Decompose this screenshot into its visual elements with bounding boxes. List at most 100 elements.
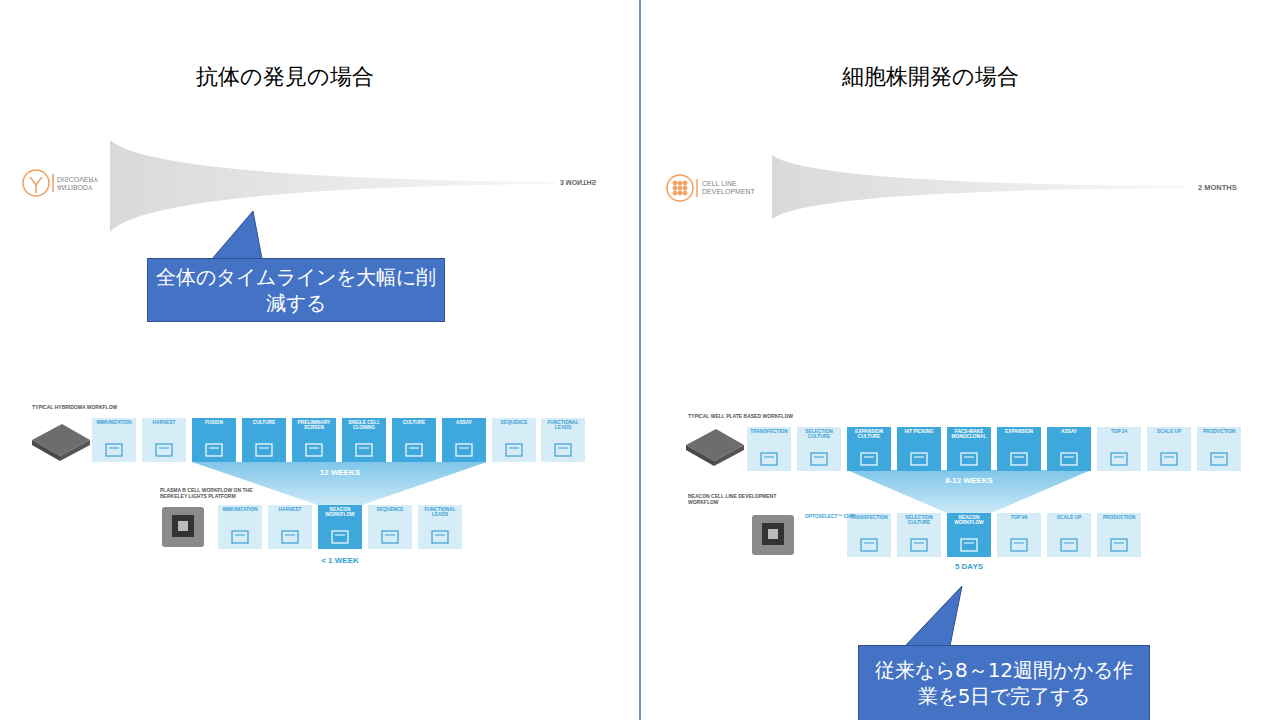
workflow-step: SCALE UP <box>1047 513 1091 557</box>
step-label: ASSAY <box>1048 429 1090 434</box>
step-label: PRODUCTION <box>1198 429 1240 434</box>
duration-label: 12 WEEKS <box>320 468 360 477</box>
workflow-step: CULTURE <box>392 418 436 462</box>
antibody-logo <box>23 170 53 196</box>
cell-line-logo <box>667 175 697 201</box>
step-icon <box>280 529 300 545</box>
step-label: ASSAY <box>443 420 485 425</box>
step-label: BEACON WORKFLOW <box>319 507 361 518</box>
step-icon <box>759 451 779 467</box>
step-label: TOP 96 <box>998 515 1040 520</box>
step-label: CULTURE <box>393 420 435 425</box>
step-icon <box>1059 451 1079 467</box>
step-icon <box>204 442 224 458</box>
workflow-step: PRODUCTION <box>1097 513 1141 557</box>
step-icon <box>504 442 524 458</box>
step-icon <box>230 529 250 545</box>
step-icon <box>959 537 979 553</box>
workflow-step: BEACON WORKFLOW <box>318 505 362 549</box>
workflow-step: HARVEST <box>268 505 312 549</box>
step-label: CULTURE <box>243 420 285 425</box>
duration-label: 2 MONTHS <box>1198 183 1237 192</box>
workflow-step: SINGLE CELL CLONING <box>342 418 386 462</box>
step-icon <box>959 451 979 467</box>
workflow-step: EXPANSION CULTURE <box>847 427 891 471</box>
workflow-step: SCALE UP <box>1147 427 1191 471</box>
step-icon <box>1009 451 1029 467</box>
workflow-step: PRELIMINARY SCREEN <box>292 418 336 462</box>
workflow-step: TRANSFECTION <box>847 513 891 557</box>
step-label: FUNCTIONAL LEADS <box>542 420 584 431</box>
step-icon <box>254 442 274 458</box>
timeline-funnel <box>110 140 555 232</box>
step-label: SCALE UP <box>1148 429 1190 434</box>
callout-pointer <box>212 211 262 259</box>
workflow-step: TRANSFECTION <box>747 427 791 471</box>
workflow-step: EXPANSION <box>997 427 1041 471</box>
step-label: SELECTION CULTURE <box>798 429 840 440</box>
workflow-step: IMMUNIZATION <box>218 505 262 549</box>
step-label: HIT PICKING <box>898 429 940 434</box>
step-label: EXPANSION <box>998 429 1040 434</box>
workflow-step: FUNCTIONAL LEADS <box>418 505 462 549</box>
workflow-step: SELECTION CULTURE <box>897 513 941 557</box>
step-icon <box>354 442 374 458</box>
step-icon <box>859 537 879 553</box>
step-icon <box>330 529 350 545</box>
step-label: FUNCTIONAL LEADS <box>419 507 461 518</box>
workflow-step: BEACON WORKFLOW <box>947 513 991 557</box>
step-icon <box>909 537 929 553</box>
chip-label: OPTOSELECT™ CHIP <box>805 514 855 519</box>
workflow-step: HIT PICKING <box>897 427 941 471</box>
duration-label: < 1 WEEK <box>321 556 359 565</box>
workflow-step: ASSAY <box>442 418 486 462</box>
step-icon <box>430 529 450 545</box>
step-icon <box>1209 451 1229 467</box>
workflow-funnel <box>192 462 487 505</box>
step-icon <box>859 451 879 467</box>
workflow-funnel <box>847 470 1091 513</box>
step-icon <box>1109 451 1129 467</box>
step-label: BEACON WORKFLOW <box>948 515 990 526</box>
step-icon <box>154 442 174 458</box>
workflow-step: IMMUNIZATION <box>92 418 136 462</box>
workflow-step: PRODUCTION <box>1197 427 1241 471</box>
duration-label: 3 MONTHS <box>560 179 596 186</box>
workflow-step: FACS-MAKE MONOCLONAL <box>947 427 991 471</box>
callout-box: 従来なら8～12週間かかる作業を5日で完了する <box>858 645 1150 720</box>
workflow-step: FUSION <box>192 418 236 462</box>
step-icon <box>809 451 829 467</box>
step-label: EXPANSION CULTURE <box>848 429 890 440</box>
duration-label: 5 DAYS <box>955 562 983 571</box>
workflow-step: CULTURE <box>242 418 286 462</box>
section-heading: 抗体の発見の場合 <box>196 62 374 92</box>
step-label: IMMUNIZATION <box>219 507 261 512</box>
workflow-name: BEACON CELL LINE DEVELOPMENT WORKFLOW <box>688 493 788 505</box>
step-icon <box>454 442 474 458</box>
section-heading: 細胞株開発の場合 <box>842 62 1019 92</box>
logo-text: ANTIBODY DISCOVERY <box>57 176 99 191</box>
step-label: SEQUENCE <box>369 507 411 512</box>
step-icon <box>1059 537 1079 553</box>
workflow-step: TOP 96 <box>997 513 1041 557</box>
step-label: SELECTION CULTURE <box>898 515 940 526</box>
step-icon <box>1009 537 1029 553</box>
workflow-step: SEQUENCE <box>368 505 412 549</box>
step-label: FUSION <box>193 420 235 425</box>
duration-label: 8-12 WEEKS <box>945 476 993 485</box>
workflow-step: HARVEST <box>142 418 186 462</box>
step-label: SCALE UP <box>1048 515 1090 520</box>
step-label: SINGLE CELL CLONING <box>343 420 385 431</box>
step-label: IMMUNIZATION <box>93 420 135 425</box>
workflow-step: SEQUENCE <box>492 418 536 462</box>
callout-box: 全体のタイムラインを大幅に削減する <box>147 258 445 322</box>
callout-pointer <box>905 586 962 646</box>
step-icon <box>404 442 424 458</box>
step-icon <box>553 442 573 458</box>
workflow-name: TYPICAL WELL PLATE BASED WORKFLOW <box>688 413 793 419</box>
well-plate-icon <box>32 424 744 466</box>
workflow-name: TYPICAL HYBRIDOMA WORKFLOW <box>32 404 117 410</box>
step-label: PRODUCTION <box>1098 515 1140 520</box>
step-icon <box>1109 537 1129 553</box>
